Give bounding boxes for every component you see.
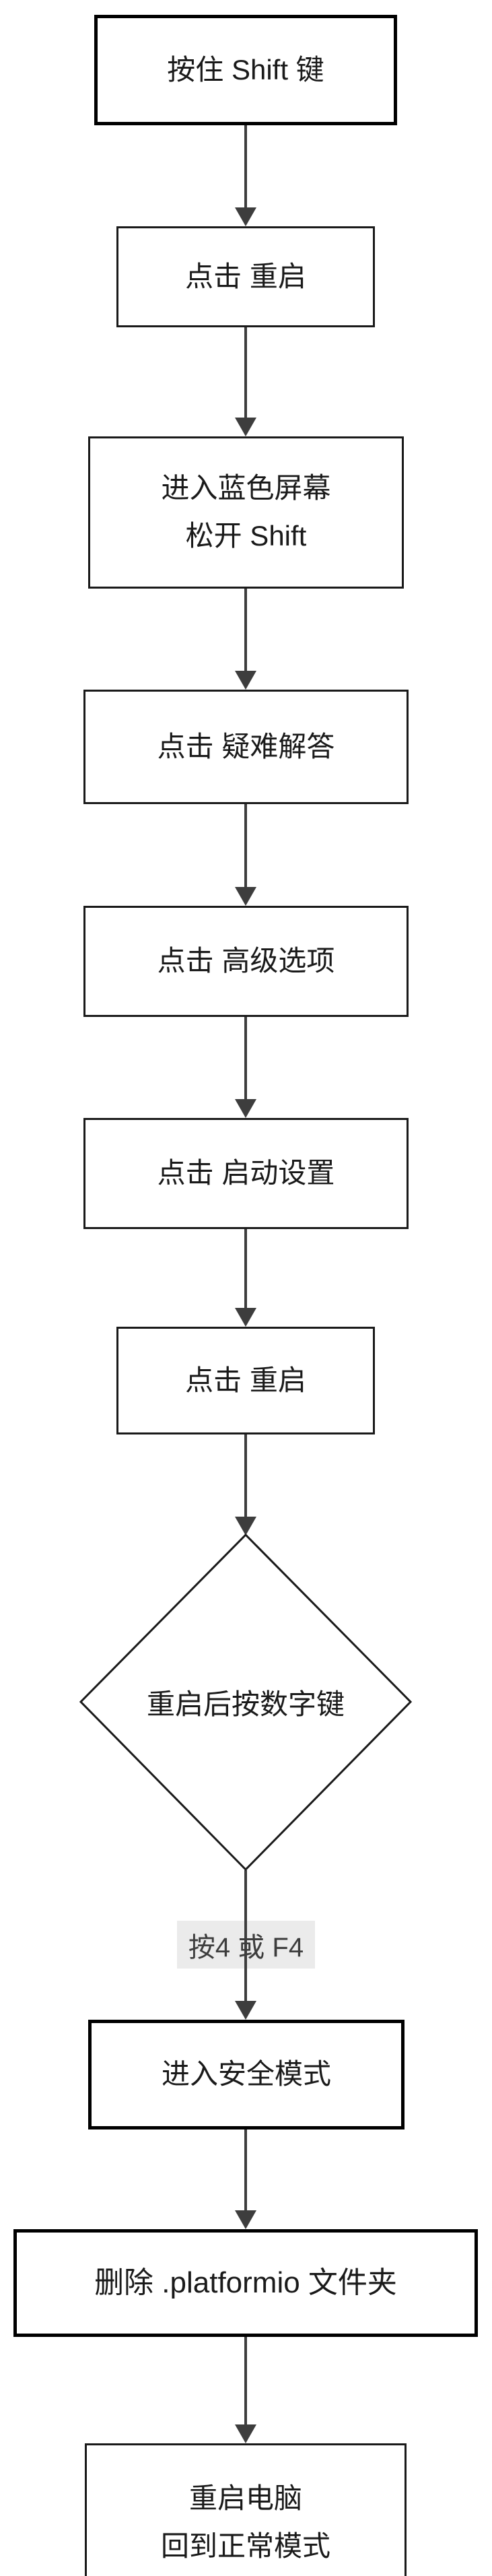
arrow-head	[235, 2210, 256, 2229]
arrow-head	[235, 1099, 256, 1118]
node-restart-normal-line1: 重启电脑	[188, 2482, 302, 2515]
arrow-shaft	[244, 1229, 247, 1313]
node-blue-screen-line2: 松开 Shift	[185, 520, 307, 552]
arrow-shaft	[244, 1434, 247, 1522]
flow-arrow-down-icon	[235, 327, 256, 436]
node-delete-platformio: 删除 .platformio 文件夹	[13, 2229, 478, 2337]
decision-diamond-shape	[79, 1533, 413, 1872]
arrow-shaft	[244, 2129, 247, 2216]
flow-arrow-down-icon	[235, 1870, 256, 2020]
node-restart-normal-line2: 回到正常模式	[160, 2530, 330, 2562]
node-startup-settings-label: 点击 启动设置	[157, 1157, 335, 1189]
node-startup-settings: 点击 启动设置	[83, 1118, 409, 1229]
flow-arrow-down-icon	[235, 1017, 256, 1118]
node-hold-shift-label: 按住 Shift 键	[167, 53, 324, 86]
flow-arrow-down-icon	[235, 589, 256, 690]
node-delete-platformio-label: 删除 .platformio 文件夹	[94, 2266, 397, 2300]
arrow-shaft	[244, 804, 247, 892]
flow-arrow-down-icon	[235, 2129, 256, 2229]
flow-arrow-down-icon	[235, 125, 256, 226]
arrow-head	[235, 418, 256, 436]
node-safe-mode: 进入安全模式	[88, 2020, 405, 2129]
node-click-restart-2: 点击 重启	[116, 1327, 375, 1434]
node-press-number-key-label: 重启后按数字键	[146, 1688, 345, 1720]
node-restart-normal: 重启电脑 回到正常模式	[85, 2443, 407, 2576]
arrow-shaft	[244, 327, 247, 423]
node-click-restart-2-label: 点击 重启	[185, 1364, 306, 1396]
node-troubleshoot: 点击 疑难解答	[83, 690, 409, 804]
node-advanced-options: 点击 高级选项	[83, 906, 409, 1017]
node-click-restart-1-label: 点击 重启	[185, 260, 306, 292]
arrow-head	[235, 207, 256, 226]
flow-arrow-down-icon	[235, 804, 256, 906]
flow-arrow-down-icon	[235, 1229, 256, 1327]
node-blue-screen-line1: 进入蓝色屏幕	[161, 472, 331, 504]
node-safe-mode-label: 进入安全模式	[161, 2058, 331, 2090]
node-hold-shift: 按住 Shift 键	[94, 15, 397, 125]
node-troubleshoot-label: 点击 疑难解答	[157, 730, 335, 762]
node-press-number-key: 重启后按数字键	[79, 1533, 413, 1872]
arrow-head	[235, 671, 256, 690]
arrow-head	[235, 2424, 256, 2443]
arrow-shaft	[244, 1870, 247, 2006]
flow-arrow-down-icon	[235, 1434, 256, 1535]
arrow-head	[235, 2001, 256, 2020]
flow-arrow-down-icon	[235, 2337, 256, 2443]
node-blue-screen: 进入蓝色屏幕 松开 Shift	[88, 436, 404, 589]
arrow-head	[235, 1308, 256, 1327]
arrow-head	[235, 1517, 256, 1535]
node-advanced-options-label: 点击 高级选项	[157, 945, 335, 977]
arrow-head	[235, 887, 256, 906]
arrow-shaft	[244, 1017, 247, 1104]
arrow-shaft	[244, 125, 247, 213]
node-click-restart-1: 点击 重启	[116, 226, 375, 327]
arrow-shaft	[244, 589, 247, 676]
arrow-shaft	[244, 2337, 247, 2430]
